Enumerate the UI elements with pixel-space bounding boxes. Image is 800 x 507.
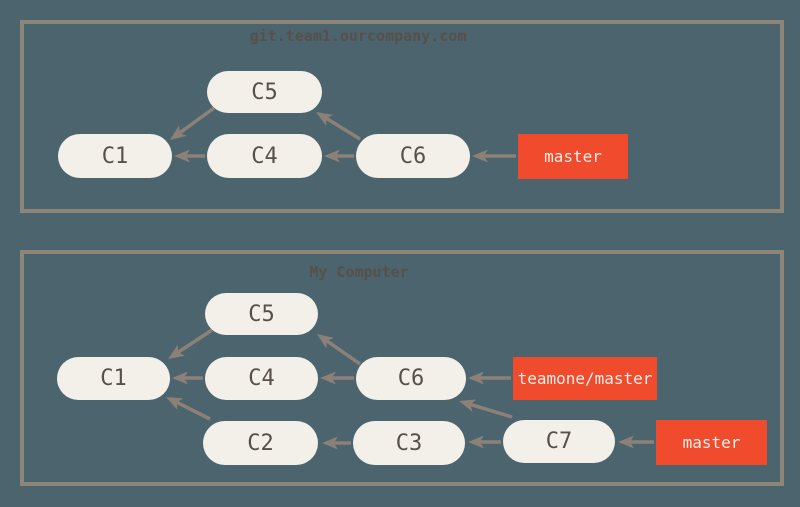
branch-label-master: master — [656, 420, 767, 465]
commit-node-c6: C6 — [356, 134, 470, 178]
panel-title-remote-server: git.team1.ourcompany.com — [249, 27, 467, 45]
commit-node-c4: C4 — [205, 357, 318, 400]
commit-node-c6: C6 — [356, 357, 466, 400]
branch-label-master: master — [518, 134, 628, 179]
commit-node-c5: C5 — [205, 293, 318, 335]
commit-node-c5: C5 — [207, 71, 322, 113]
panel-title-my-computer: My Computer — [309, 263, 409, 281]
commit-node-c3: C3 — [353, 421, 465, 465]
commit-node-c4: C4 — [207, 134, 322, 178]
commit-node-c1: C1 — [57, 357, 170, 400]
branch-label-teamone-master: teamone/master — [513, 357, 657, 400]
commit-node-c7: C7 — [503, 420, 615, 463]
commit-node-c1: C1 — [58, 134, 172, 178]
commit-node-c2: C2 — [203, 421, 318, 465]
